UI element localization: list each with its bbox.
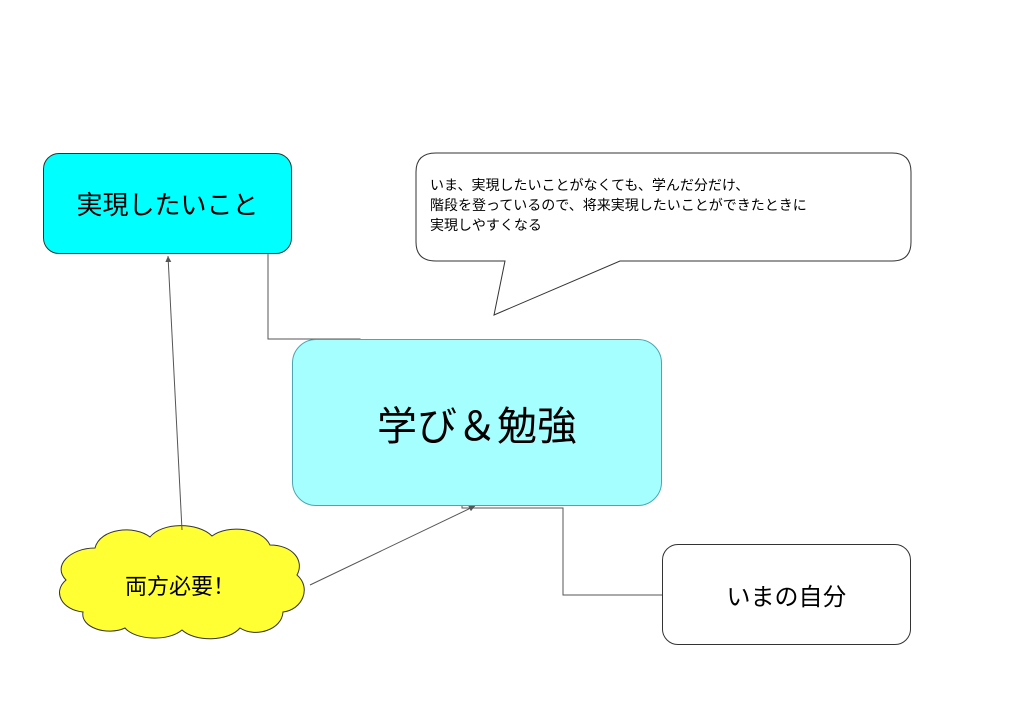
callout-line: 階段を登っているので、将来実現したいことができたときに (430, 198, 807, 214)
connector-cloud-to-goal (165, 255, 183, 531)
goal-node-label: 実現したいこと (76, 191, 259, 221)
speech-callout-shape (415, 152, 912, 316)
connector-cloud-to-study (309, 505, 476, 586)
speech-callout: いま、実現したいことがなくても、学んだ分だけ、 階段を登っているので、将来実現し… (430, 176, 900, 236)
current-self-node-label: いまの自分 (726, 583, 847, 611)
current-self-node: いまの自分 (662, 544, 911, 645)
callout-line: いま、実現したいことがなくても、学んだ分だけ、 (430, 178, 750, 194)
study-node-label: 学び＆勉強 (377, 403, 577, 450)
goal-node: 実現したいこと (43, 153, 292, 254)
need-both-cloud: 両方必要！ (60, 557, 300, 613)
callout-line: 実現しやすくなる (430, 218, 542, 234)
need-both-label: 両方必要！ (124, 575, 235, 600)
cloud-shape (59, 525, 305, 640)
study-node: 学び＆勉強 (292, 339, 662, 506)
